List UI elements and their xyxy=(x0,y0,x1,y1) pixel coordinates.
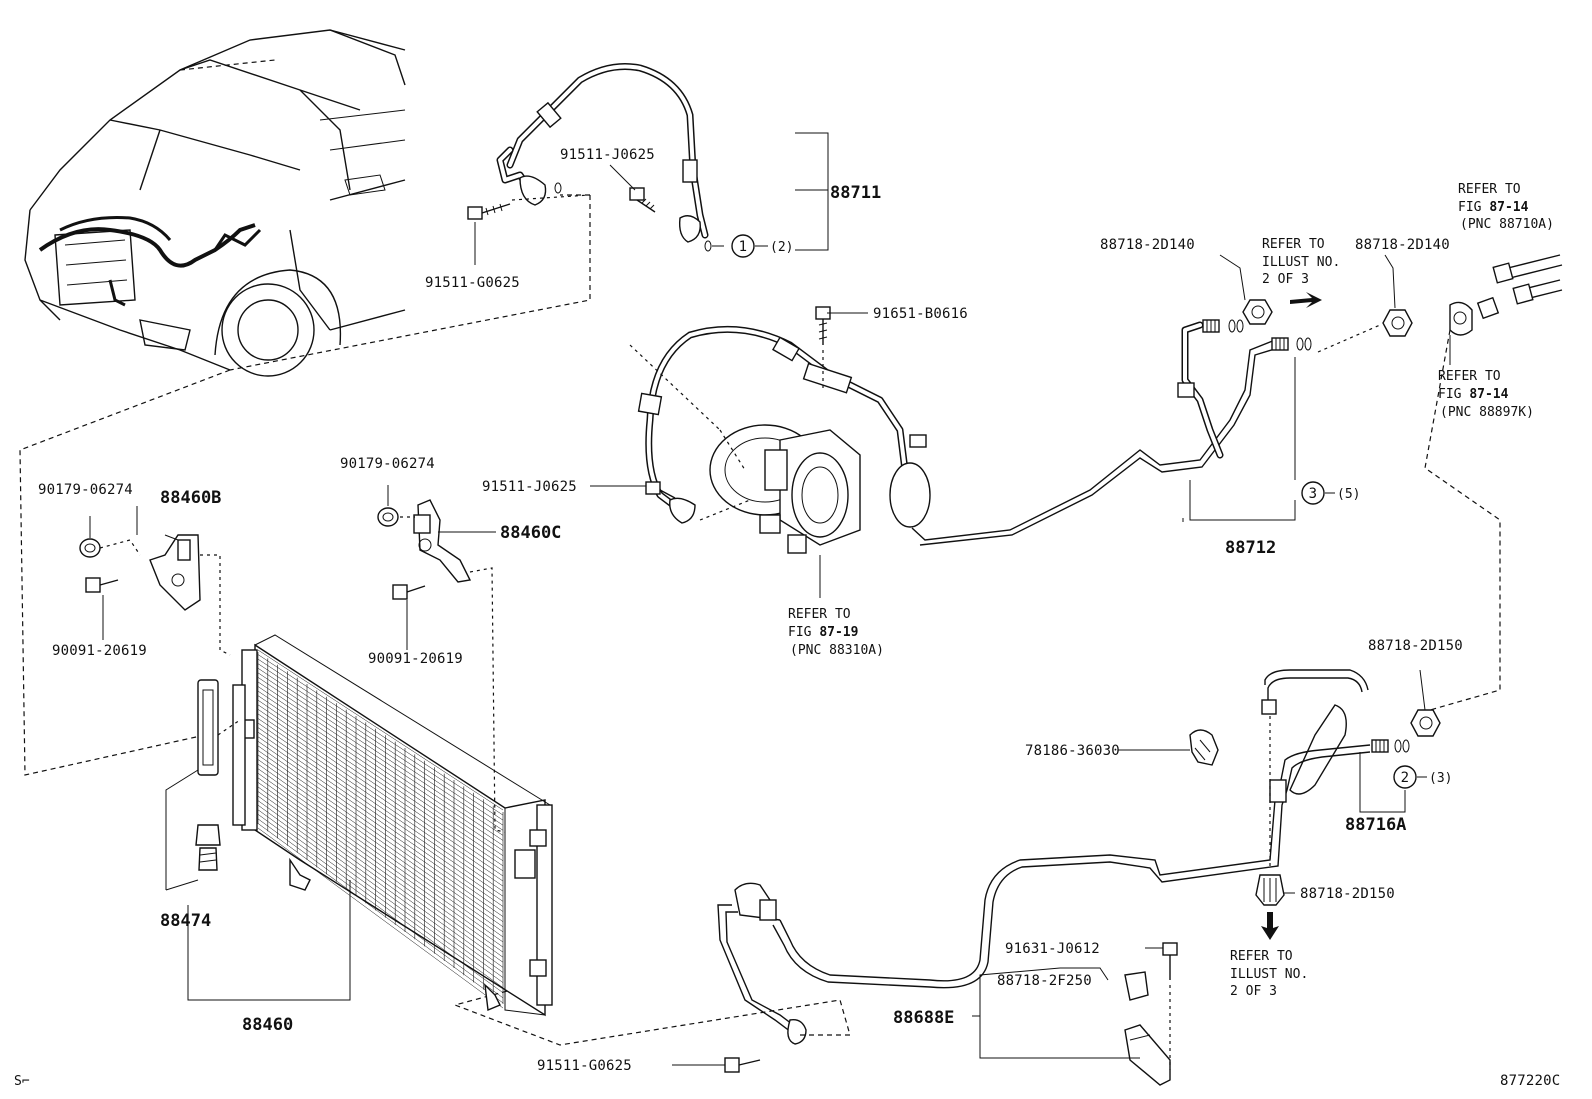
label-88718-2d150-a: 88718-2D150 xyxy=(1368,638,1463,654)
screw-icon xyxy=(392,584,426,600)
label-91511-g0625-bottom: 91511-G0625 xyxy=(537,1058,632,1074)
ref-text: FIG 87-14 xyxy=(1438,387,1509,402)
callout-1-qty: (2) xyxy=(770,240,793,255)
clamp-icon xyxy=(1189,729,1219,766)
ref-text: (PNC 88897K) xyxy=(1440,405,1534,420)
ref-text: REFER TO xyxy=(1438,369,1501,384)
bracket-icon xyxy=(413,499,472,583)
ref-text: REFER TO xyxy=(788,607,851,622)
label-91511-j0625-mid: 91511-J0625 xyxy=(482,479,577,495)
label-88474: 88474 xyxy=(160,911,211,931)
nut-icon xyxy=(1410,709,1441,737)
screw-icon xyxy=(85,577,119,593)
pipe-88712 xyxy=(1177,319,1312,459)
callout-3-qty: (5) xyxy=(1337,487,1360,502)
ref-text: (PNC 88710A) xyxy=(1460,217,1554,232)
label-88718-2d150-b: 88718-2D150 xyxy=(1300,886,1395,902)
receiver-icon xyxy=(195,679,246,871)
nut-icon xyxy=(1242,299,1273,325)
discharge-hose-88711 xyxy=(496,63,712,252)
label-88718-2f250: 88718-2F250 xyxy=(997,973,1092,989)
callout-2-qty: (3) xyxy=(1429,771,1452,786)
vehicle-location-sketch xyxy=(19,29,591,776)
bracket-icon xyxy=(1124,971,1171,1086)
callout-2-number: 2 xyxy=(1401,770,1410,786)
ref-text: ILLUST NO. xyxy=(1230,967,1308,982)
fitting-icon xyxy=(1449,296,1500,336)
callout-3-number: 3 xyxy=(1309,486,1318,502)
leader-lines xyxy=(89,132,1451,1066)
condenser-fins xyxy=(257,649,504,1009)
liquid-pipe-88716A xyxy=(717,669,1410,1045)
compressor-icon xyxy=(709,424,861,554)
nut-icon xyxy=(1255,874,1285,906)
label-78186-36030: 78186-36030 xyxy=(1025,743,1120,759)
callout-2: 2 (3) xyxy=(1393,765,1452,789)
nut-icon xyxy=(1382,309,1413,337)
label-90091-20619-left: 90091-20619 xyxy=(52,643,147,659)
bolt-icon xyxy=(629,187,656,213)
label-88712: 88712 xyxy=(1225,538,1276,558)
pipe-end-icon xyxy=(1492,254,1563,305)
ref-text: REFER TO xyxy=(1230,949,1293,964)
ref-text: FIG 87-14 xyxy=(1458,200,1529,215)
ref-text: (PNC 88310A) xyxy=(790,643,884,658)
label-90091-20619-mid: 90091-20619 xyxy=(368,651,463,667)
arrow-down-icon xyxy=(1261,912,1279,940)
label-91511-j0625-top: 91511-J0625 xyxy=(560,147,655,163)
label-90179-06274-left: 90179-06274 xyxy=(38,482,133,498)
bolt-icon xyxy=(467,203,511,220)
arrow-right-icon xyxy=(1290,292,1322,308)
label-88718-2d140-b: 88718-2D140 xyxy=(1355,237,1450,253)
label-91631-j0612: 91631-J0612 xyxy=(1005,941,1100,957)
label-88460: 88460 xyxy=(242,1015,293,1035)
clip-icon xyxy=(79,538,101,558)
label-88688E: 88688E xyxy=(893,1008,954,1028)
illustration-number: 877220C xyxy=(1500,1073,1560,1089)
ref-text: 2 OF 3 xyxy=(1230,984,1277,999)
bolt-icon xyxy=(645,481,676,499)
ref-illust-b: REFER TO ILLUST NO. 2 OF 3 xyxy=(1230,949,1308,999)
bolt-icon xyxy=(1162,942,1178,980)
label-91511-g0625-top: 91511-G0625 xyxy=(425,275,520,291)
callout-3: 3 (5) xyxy=(1301,481,1360,505)
ref-fig-87-19: REFER TO FIG 87-19 (PNC 88310A) xyxy=(788,607,884,658)
label-88460B: 88460B xyxy=(160,488,221,508)
callout-1: 1 (2) xyxy=(731,234,793,258)
ref-text: ILLUST NO. xyxy=(1262,255,1340,270)
ref-illust-a: REFER TO ILLUST NO. 2 OF 3 xyxy=(1262,237,1340,287)
ref-fig-87-14-a: REFER TO FIG 87-14 (PNC 88710A) xyxy=(1458,182,1554,232)
footer-left-mark: S⌐ xyxy=(14,1074,30,1089)
label-90179-06274-mid: 90179-06274 xyxy=(340,456,435,472)
suction-hose xyxy=(637,325,1279,546)
label-88711: 88711 xyxy=(830,183,881,203)
label-88718-2d140-a: 88718-2D140 xyxy=(1100,237,1195,253)
label-88716A: 88716A xyxy=(1345,815,1406,835)
ref-text: REFER TO xyxy=(1262,237,1325,252)
ref-text: REFER TO xyxy=(1458,182,1521,197)
callout-1-number: 1 xyxy=(739,239,748,255)
clip-icon xyxy=(377,507,399,527)
bracket-icon xyxy=(149,534,201,611)
ref-text: 2 OF 3 xyxy=(1262,272,1309,287)
ref-fig-87-14-b: REFER TO FIG 87-14 (PNC 88897K) xyxy=(1438,369,1534,420)
condenser-icon xyxy=(239,634,553,1017)
label-91651-b0616: 91651-B0616 xyxy=(873,306,968,322)
label-88460C: 88460C xyxy=(500,523,561,543)
bolt-icon xyxy=(724,1057,761,1073)
ref-text: FIG 87-19 xyxy=(788,625,858,640)
